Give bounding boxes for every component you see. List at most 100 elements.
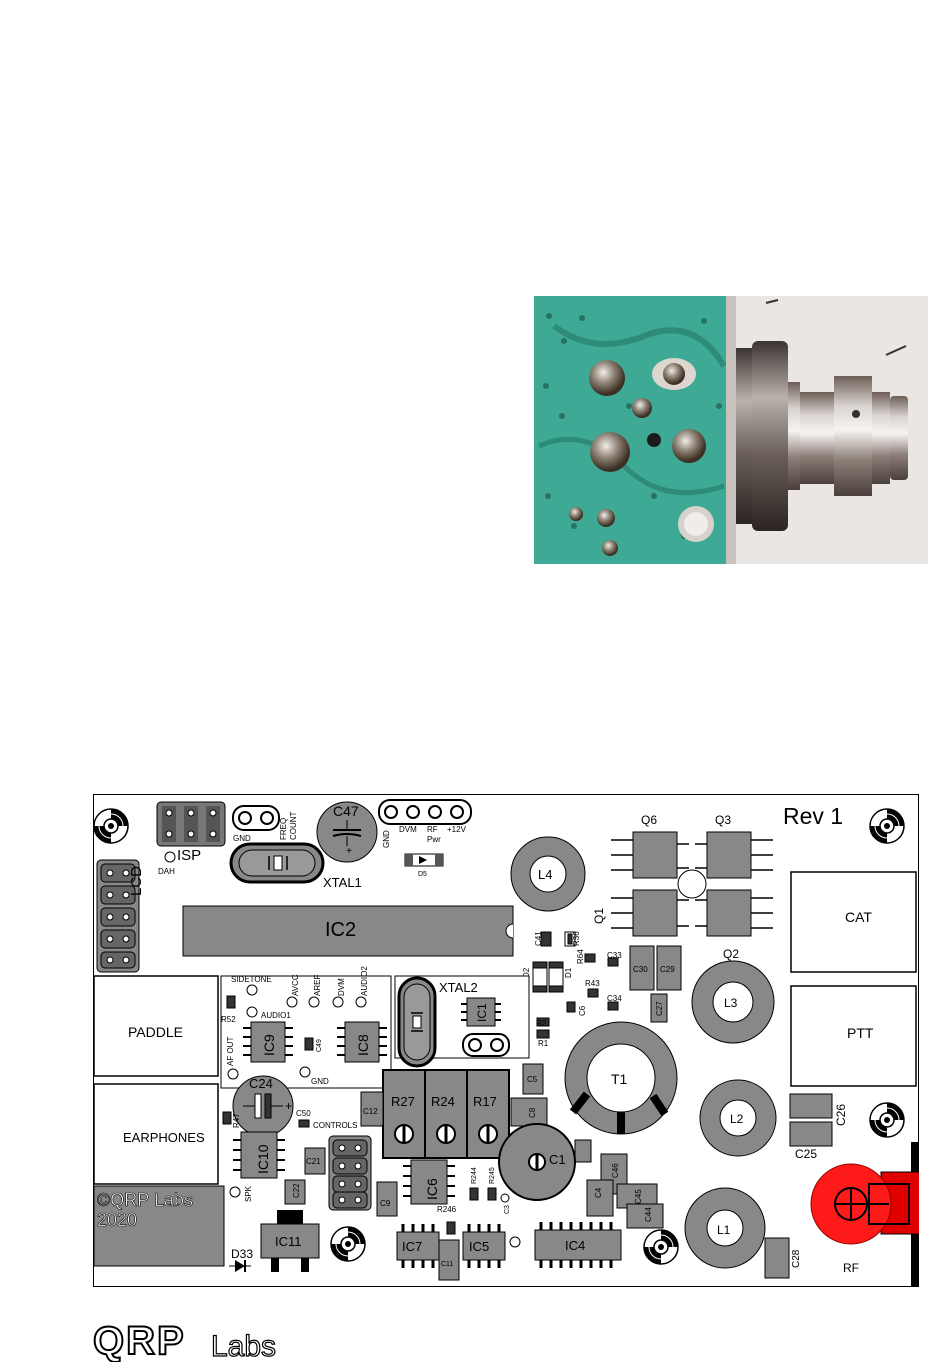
r245-label: R245 bbox=[489, 1167, 496, 1184]
bnc-connector-photo bbox=[534, 296, 928, 564]
c30-label: C30 bbox=[633, 965, 648, 974]
diode-d33: D33 bbox=[229, 1247, 253, 1272]
freq-count-header: GND FREQ COUNT bbox=[232, 805, 298, 843]
c47-label: C47 bbox=[333, 803, 359, 819]
inductor-l3: L3 bbox=[691, 960, 775, 1044]
r43-label: R43 bbox=[585, 979, 600, 988]
rf-pwr-label: RF bbox=[427, 825, 438, 834]
c12-label: C12 bbox=[363, 1107, 378, 1116]
lcd-label: LCD bbox=[128, 866, 145, 896]
trimmer-c1: C1 bbox=[498, 1123, 592, 1201]
ic1-label: IC1 bbox=[475, 1003, 489, 1022]
c1-label: C1 bbox=[549, 1152, 566, 1167]
tp-dvm-label: DVM bbox=[337, 978, 346, 996]
plus12v-label: +12V bbox=[447, 825, 467, 834]
rf-label: RF bbox=[843, 1261, 859, 1275]
ic10-label: IC10 bbox=[255, 1144, 271, 1174]
isp-header: ISP DAH bbox=[156, 801, 226, 876]
q1-label: Q1 bbox=[592, 908, 606, 924]
ic2-label: IC2 bbox=[325, 919, 356, 941]
lcd-header: LCD bbox=[96, 859, 145, 973]
spk-label: SPK bbox=[244, 1185, 253, 1202]
isp-label: ISP bbox=[177, 847, 201, 864]
dah-label: DAH bbox=[158, 867, 175, 876]
c27-label: C27 bbox=[655, 1001, 664, 1016]
c22-label: C22 bbox=[292, 1183, 301, 1198]
controls-header bbox=[328, 1135, 372, 1211]
ic8-chip: IC8 bbox=[337, 1021, 387, 1063]
trimmer-r17: R17 bbox=[466, 1069, 510, 1159]
r47-label: R47 bbox=[232, 1113, 241, 1128]
mounting-hole bbox=[643, 1229, 679, 1265]
r244-label: R244 bbox=[471, 1167, 478, 1184]
transistor-group bbox=[611, 831, 773, 937]
capacitor-c47: + C47 bbox=[316, 801, 378, 863]
inductor-l4: L4 bbox=[510, 836, 586, 912]
ptt-jack: PTT bbox=[790, 985, 917, 1087]
ic4-label: IC4 bbox=[565, 1238, 585, 1253]
avcc-label: AVCC bbox=[291, 974, 300, 996]
power-header: GND DVM RF Pwr +12V bbox=[378, 799, 472, 848]
ic11-regulator: IC11 bbox=[260, 1210, 320, 1272]
c44-label: C44 bbox=[644, 1207, 653, 1222]
trimmer-r27: R27 bbox=[382, 1069, 426, 1159]
copyright-line2: 2020 bbox=[97, 1210, 137, 1230]
inductor-l1: L1 bbox=[684, 1187, 766, 1269]
c45-label: C45 bbox=[634, 1189, 643, 1204]
d33-label: D33 bbox=[231, 1247, 253, 1261]
c46-label: C46 bbox=[611, 1163, 620, 1178]
logo-suffix: Labs bbox=[211, 1330, 276, 1362]
cat-label: CAT bbox=[845, 909, 872, 925]
capacitor-c24: + C24 bbox=[232, 1075, 294, 1137]
d2-label: D2 bbox=[522, 967, 531, 978]
ic9-chip: IC9 bbox=[243, 1021, 293, 1063]
r2-label: R2 bbox=[536, 1019, 547, 1028]
c11-label: C11 bbox=[441, 1261, 453, 1268]
ic7-label: IC7 bbox=[402, 1239, 422, 1254]
tp-gnd-label: GND bbox=[311, 1077, 329, 1086]
mounting-hole bbox=[869, 808, 905, 844]
audio1-label: AUDIO1 bbox=[261, 1011, 291, 1020]
ic9-label: IC9 bbox=[261, 1034, 277, 1056]
ic5-label: IC5 bbox=[469, 1239, 489, 1254]
c29-label: C29 bbox=[660, 965, 675, 974]
crystal-xtal1: XTAL1 bbox=[229, 842, 362, 890]
dvm-label: DVM bbox=[399, 825, 417, 834]
transformer-t1: T1 bbox=[564, 1021, 678, 1135]
r36-label: R36 bbox=[572, 931, 581, 946]
ic6-label: IC6 bbox=[424, 1178, 440, 1200]
c28-label: C28 bbox=[791, 1249, 802, 1268]
ic11-label: IC11 bbox=[275, 1234, 302, 1249]
inductor-l2: L2 bbox=[699, 1079, 777, 1157]
xtal1-label: XTAL1 bbox=[323, 875, 362, 890]
count-label: COUNT bbox=[289, 811, 298, 840]
c24-label: C24 bbox=[249, 1076, 273, 1091]
copyright-block: ©QRP Labs 2020 bbox=[93, 1185, 225, 1267]
ptt-label: PTT bbox=[847, 1025, 874, 1041]
af-out-label: AF OUT bbox=[226, 1037, 235, 1066]
paddle-jack: PADDLE bbox=[93, 975, 219, 1077]
l2-label: L2 bbox=[730, 1112, 744, 1126]
rf-bnc-connector: RF bbox=[810, 1142, 919, 1286]
gnd-label: GND bbox=[233, 834, 251, 843]
mounting-hole bbox=[93, 808, 129, 844]
ic2-chip: IC2 bbox=[182, 905, 514, 957]
r64-label: R64 bbox=[576, 949, 585, 964]
ic6-chip: IC6 bbox=[403, 1159, 455, 1205]
c34-label: C34 bbox=[607, 994, 622, 1003]
svg-text:+: + bbox=[285, 1099, 292, 1113]
earphones-jack: EARPHONES bbox=[93, 1083, 219, 1185]
r24-label: R24 bbox=[431, 1094, 455, 1109]
c3-label: C3 bbox=[504, 1205, 511, 1214]
c33-label: C33 bbox=[607, 951, 622, 960]
qrp-labs-logo: QRP Labs bbox=[93, 1318, 277, 1362]
r17-label: R17 bbox=[473, 1094, 497, 1109]
c25-label: C25 bbox=[795, 1147, 817, 1161]
crystal-xtal2: XTAL2 IC1 bbox=[394, 975, 530, 1068]
sidetone-label: SIDETONE bbox=[231, 975, 272, 984]
paddle-label: PADDLE bbox=[128, 1024, 183, 1040]
q6-label: Q6 bbox=[641, 813, 657, 827]
c8-label: C8 bbox=[528, 1107, 537, 1118]
c21-label: C21 bbox=[306, 1157, 321, 1166]
q2-label: Q2 bbox=[723, 947, 739, 961]
